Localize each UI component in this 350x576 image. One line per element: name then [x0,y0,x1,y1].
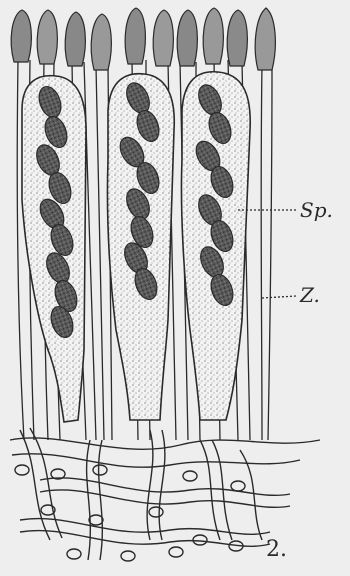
figure-number: 2. [266,537,287,562]
label-sp: Sp. [300,198,333,222]
paraphysis [261,64,262,440]
label-z: Z. [299,283,320,307]
paraphysis-tips [11,8,275,70]
